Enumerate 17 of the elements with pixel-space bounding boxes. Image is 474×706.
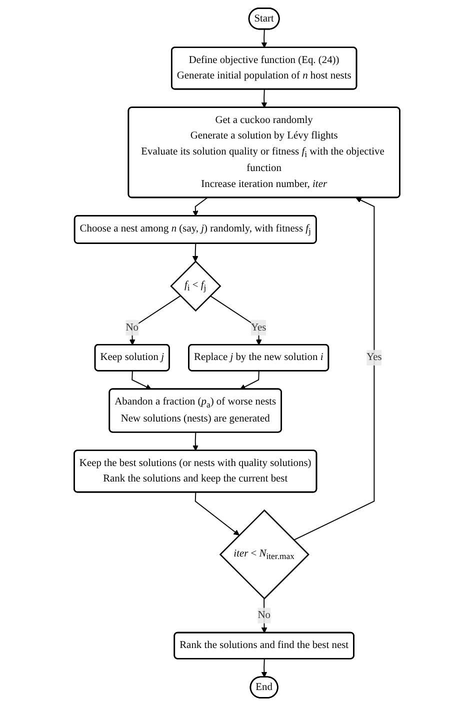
- arrow: [261, 28, 268, 48]
- arrow: [261, 88, 268, 108]
- arrow: [293, 197, 375, 541]
- edge-label: No: [258, 610, 270, 621]
- node-diamond: f$_{i}$ < f$_{j}$: [170, 260, 222, 312]
- arrow: [194, 492, 240, 536]
- arrow: [261, 658, 268, 678]
- edge-label: No: [126, 322, 139, 333]
- edge-label: Yes: [251, 322, 266, 333]
- arrow: [132, 370, 152, 390]
- arrow: [130, 295, 182, 346]
- arrow: [192, 197, 208, 216]
- edge-label: Yes: [366, 352, 382, 363]
- arrow: [192, 243, 198, 262]
- arrow: [192, 432, 198, 451]
- node-diamond: iter < N$_{iter.max}$: [219, 509, 310, 600]
- arrow: [240, 370, 260, 390]
